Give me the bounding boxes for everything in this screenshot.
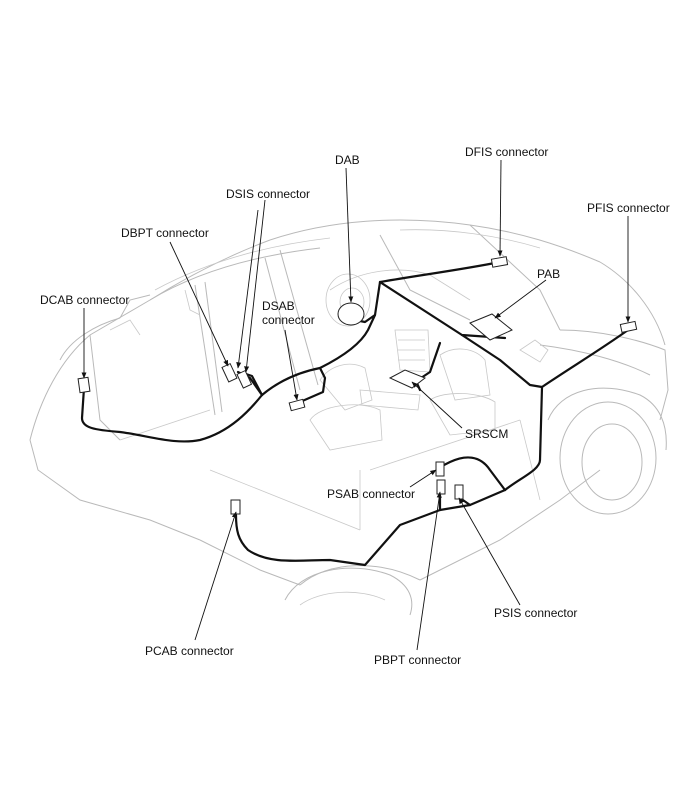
pbpt-leader [416,491,442,651]
srs-wiring-harness [80,260,630,567]
psab-connector-label: PSAB connector [327,487,416,501]
dsis-leader-2 [236,209,259,369]
car-body-outline [29,219,669,616]
pcab-connector-symbol [230,499,241,515]
pbpt-connector-label: PBPT connector [374,653,462,667]
srs-components [77,256,638,515]
leader-lines [81,159,631,651]
dab-module-symbol [337,302,365,326]
dbpt-connector-symbol [221,362,238,383]
psab-leader [409,469,437,488]
dsab-leader [284,329,299,401]
dab-leader [345,167,354,303]
psis-leader [458,497,521,606]
psab-connector-symbol [435,461,445,477]
dfis-connector-label: DFIS connector [465,145,549,159]
srscm-module-symbol [388,369,427,389]
pfis-connector-label: PFIS connector [587,201,670,215]
dbpt-leader [169,241,229,367]
dab-label: DAB [335,153,360,167]
pfis-connector-symbol [619,320,638,333]
dsis-connector-label: DSIS connector [226,187,311,201]
dfis-leader [497,159,503,257]
dbpt-connector-label: DBPT connector [121,226,209,240]
dfis-connector-symbol [490,256,509,268]
pcab-leader [194,511,237,641]
dsis-connector-symbol [236,369,253,389]
dsab-connector-label: DSAB connector [262,299,315,327]
pab-module-symbol [469,313,513,341]
srscm-label: SRSCM [465,427,509,441]
pab-leader [494,279,547,319]
pab-label: PAB [537,267,561,281]
dcab-connector-symbol [77,376,91,394]
dcab-connector-label: DCAB connector [40,293,130,307]
dsis-leader-1 [244,199,266,373]
pbpt-connector-symbol [436,479,446,495]
srscm-leader [411,381,463,429]
psis-connector-symbol [454,484,464,500]
pcab-connector-label: PCAB connector [145,644,234,658]
dsab-connector-symbol [288,398,306,412]
psis-connector-label: PSIS connector [494,606,578,620]
